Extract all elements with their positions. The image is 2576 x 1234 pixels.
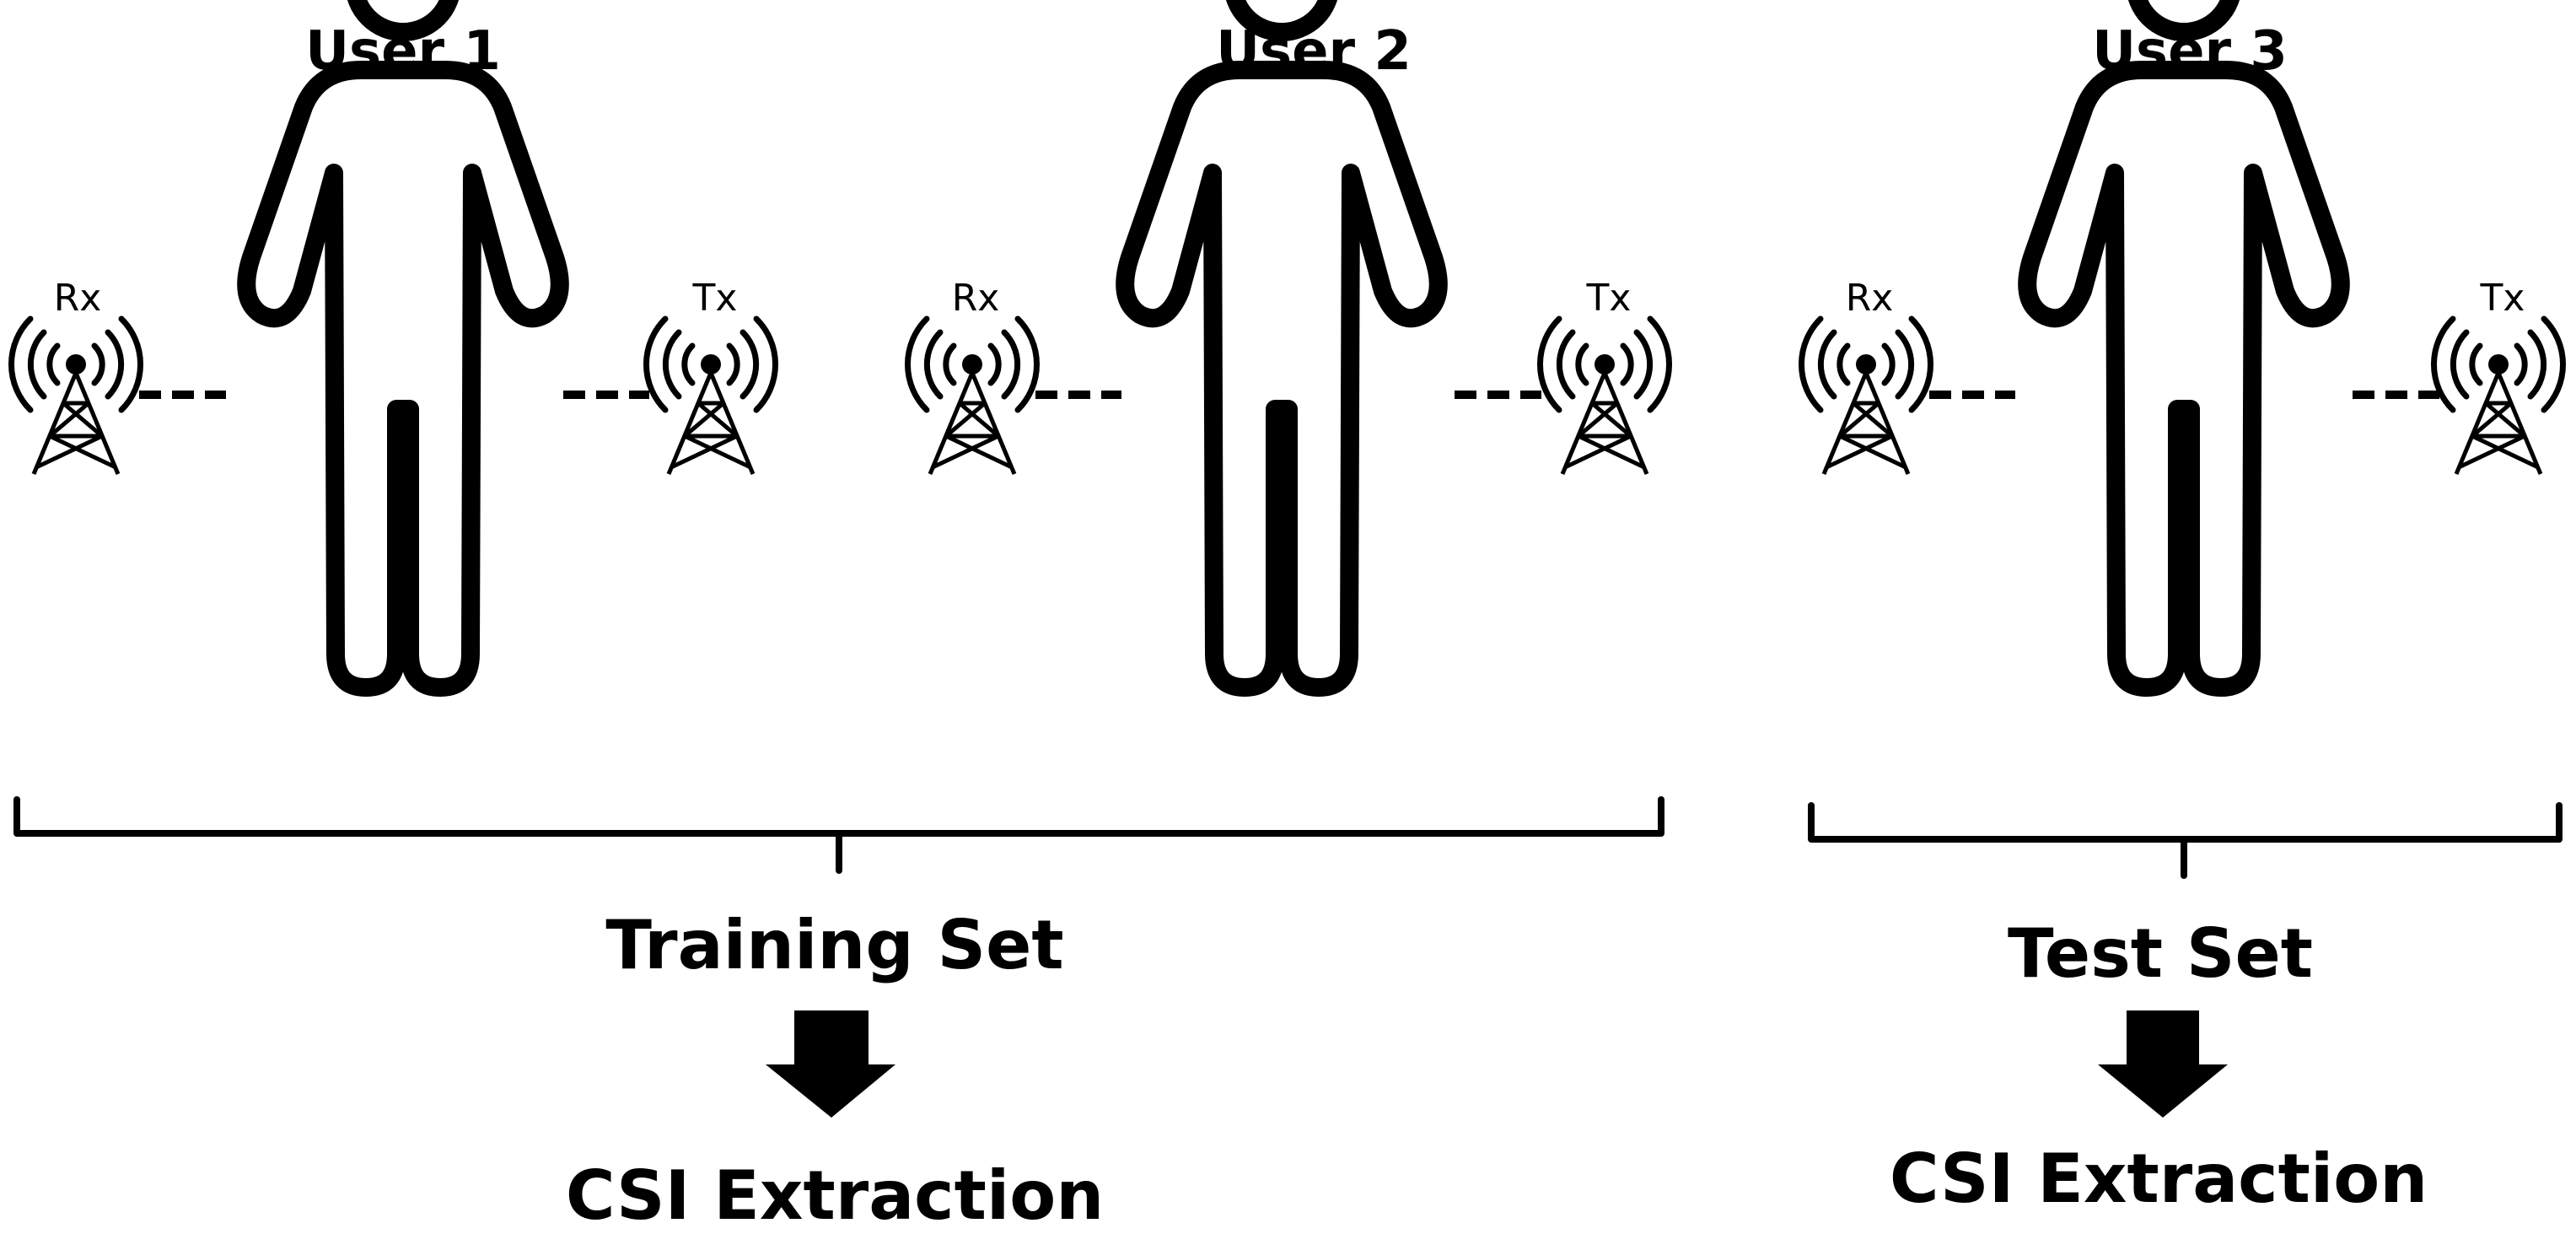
tx-radio-tower-icon — [2433, 319, 2563, 474]
test-set-label: Test Set — [2008, 914, 2313, 993]
rx-radio-tower-icon — [907, 319, 1036, 474]
training-brace — [13, 796, 1664, 874]
tx-radio-tower-icon — [1540, 319, 1669, 474]
tx-label: Tx — [2480, 277, 2525, 320]
rx-radio-tower-icon — [11, 319, 140, 474]
rx-radio-tower-icon — [1801, 319, 1930, 474]
person-outline-icon — [2027, 0, 2341, 687]
test-group: Test Set CSI Extraction — [1808, 802, 2563, 1218]
tx-radio-tower-icon — [646, 319, 775, 474]
rx-label: Rx — [54, 277, 102, 320]
test-brace — [1808, 802, 2563, 879]
test-output-label: CSI Extraction — [1890, 1140, 2428, 1218]
user-1-setup: User 1 Rx Tx — [11, 0, 775, 687]
training-output-label: CSI Extraction — [566, 1156, 1104, 1234]
person-outline-icon — [1125, 0, 1439, 687]
user-2-setup: User 2 Rx Tx — [907, 0, 1669, 687]
rx-label: Rx — [1846, 277, 1894, 320]
down-arrow-icon — [2098, 1010, 2228, 1118]
down-arrow-icon — [766, 1010, 895, 1118]
training-set-label: Training Set — [605, 906, 1063, 984]
tx-label: Tx — [1586, 277, 1632, 320]
user-3-setup: User 3 Rx Tx — [1801, 0, 2563, 687]
tx-label: Tx — [692, 277, 738, 320]
rx-label: Rx — [952, 277, 1000, 320]
person-outline-icon — [246, 0, 560, 687]
training-group: Training Set CSI Extraction — [13, 796, 1664, 1234]
